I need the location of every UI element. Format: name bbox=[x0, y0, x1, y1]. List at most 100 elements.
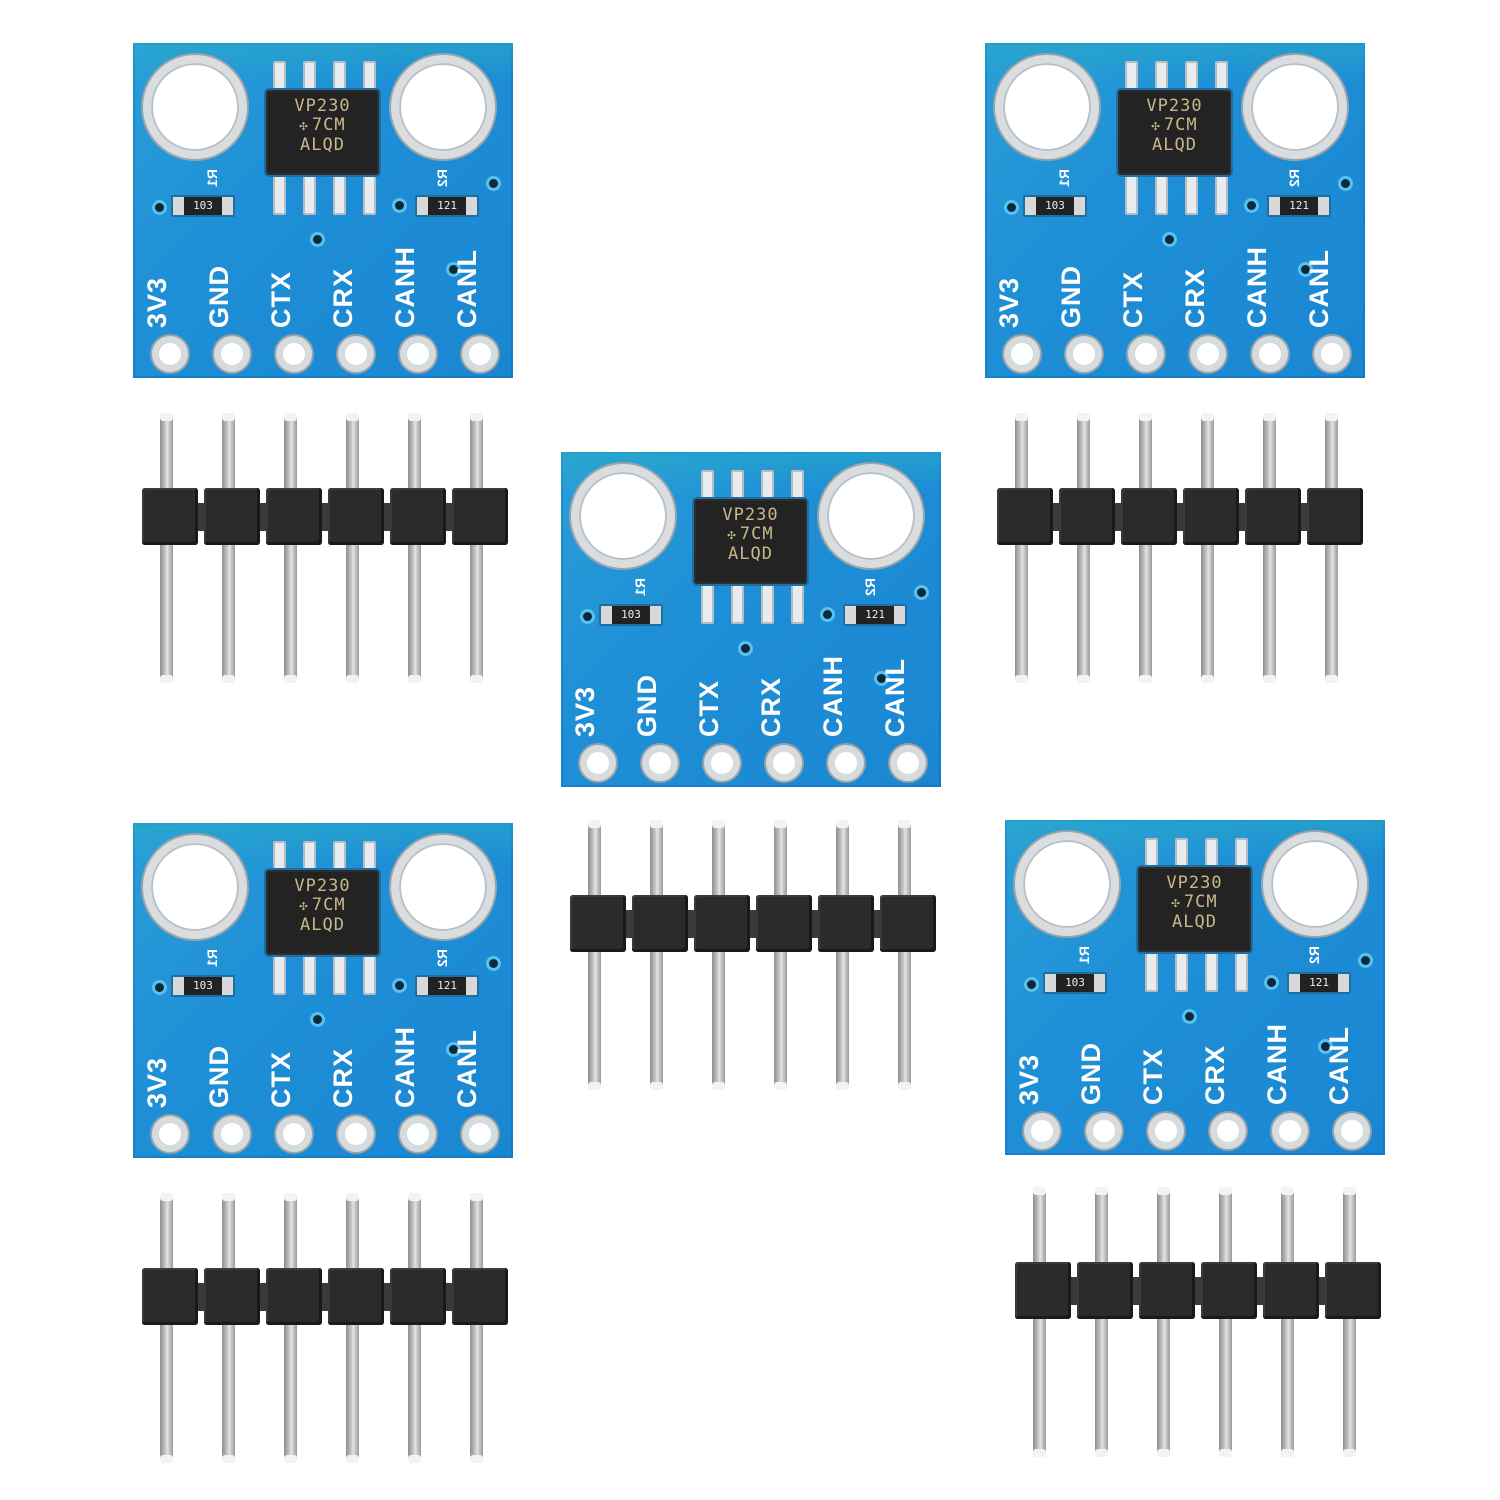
ic-pin bbox=[1185, 173, 1198, 215]
ic-pin bbox=[333, 61, 346, 91]
resistor-r1: 103 bbox=[171, 195, 235, 217]
header-pin bbox=[1201, 413, 1214, 683]
pin-label-crx: CRX bbox=[328, 1047, 358, 1108]
mounting-hole bbox=[1243, 55, 1347, 159]
header-pin bbox=[1077, 413, 1090, 683]
via bbox=[313, 235, 322, 244]
solder-pad bbox=[214, 1116, 250, 1152]
ic-pin bbox=[363, 841, 376, 871]
board-center: VP230 ✣7CM ALQD 103 121 R1 R2 3V3 GND CT… bbox=[561, 452, 941, 787]
via bbox=[395, 981, 404, 990]
board-top-right: VP230 ✣7CM ALQD 103 121 R1 R2 3V3 GND CT… bbox=[985, 43, 1365, 378]
pin-label-canh: CANH bbox=[1262, 1023, 1292, 1105]
resistor-r2: 121 bbox=[843, 604, 907, 626]
header-pin bbox=[160, 1193, 173, 1463]
r1-label: R1 bbox=[1075, 946, 1092, 964]
solder-pad bbox=[400, 336, 436, 372]
via bbox=[449, 1045, 458, 1054]
header-pin bbox=[408, 1193, 421, 1463]
ic-pin bbox=[1125, 61, 1138, 91]
mounting-hole bbox=[143, 55, 247, 159]
solder-pad bbox=[766, 745, 802, 781]
chip-marking-line: ALQD bbox=[1172, 912, 1217, 932]
ic-pin bbox=[1155, 173, 1168, 215]
ic-pin bbox=[1175, 838, 1188, 868]
ic-pin bbox=[273, 841, 286, 871]
via bbox=[313, 1015, 322, 1024]
header-pin bbox=[222, 1193, 235, 1463]
mounting-hole bbox=[995, 55, 1099, 159]
via bbox=[1267, 978, 1276, 987]
pin-label-canh: CANH bbox=[390, 1026, 420, 1108]
ic-chip: VP230 ✣7CM ALQD bbox=[266, 90, 379, 175]
pin-label-ctx: CTX bbox=[1138, 1048, 1168, 1105]
via bbox=[1247, 201, 1256, 210]
ic-pin bbox=[1175, 950, 1188, 992]
ic-pin bbox=[363, 953, 376, 995]
pin-label-canl: CANL bbox=[1324, 1026, 1354, 1105]
pin-label-3v3: 3V3 bbox=[1014, 1053, 1044, 1105]
solder-pad bbox=[1004, 336, 1040, 372]
header-block bbox=[1059, 488, 1115, 545]
pin-label-canl: CANL bbox=[1304, 249, 1334, 328]
solder-pad bbox=[1066, 336, 1102, 372]
header-top-left bbox=[142, 413, 508, 688]
r2-label: R2 bbox=[433, 169, 450, 187]
header-block bbox=[1139, 1262, 1195, 1319]
via bbox=[1301, 265, 1310, 274]
via bbox=[583, 612, 592, 621]
ic-pin bbox=[701, 582, 714, 624]
header-center bbox=[570, 820, 936, 1095]
header-block bbox=[142, 488, 198, 545]
chip-marking-line: ALQD bbox=[1152, 135, 1197, 155]
r2-label: R2 bbox=[1305, 946, 1322, 964]
header-pin bbox=[1219, 1187, 1232, 1457]
header-block bbox=[694, 895, 750, 952]
via bbox=[1027, 980, 1036, 989]
header-block bbox=[204, 1268, 260, 1325]
mounting-hole bbox=[391, 55, 495, 159]
header-block bbox=[266, 488, 322, 545]
header-pin bbox=[346, 413, 359, 683]
chip-marking-line: VP230 bbox=[722, 505, 779, 525]
resistor-r1: 103 bbox=[171, 975, 235, 997]
solder-pad bbox=[1252, 336, 1288, 372]
mounting-hole bbox=[1263, 832, 1367, 936]
via bbox=[449, 265, 458, 274]
solder-pad bbox=[1086, 1113, 1122, 1149]
header-block bbox=[142, 1268, 198, 1325]
header-pin bbox=[1263, 413, 1276, 683]
via bbox=[155, 983, 164, 992]
pin-label-crx: CRX bbox=[328, 267, 358, 328]
header-block bbox=[1325, 1262, 1381, 1319]
header-block bbox=[328, 488, 384, 545]
pin-label-3v3: 3V3 bbox=[142, 276, 172, 328]
ic-pin bbox=[791, 470, 804, 500]
resistor-r2: 121 bbox=[1267, 195, 1331, 217]
solder-pad bbox=[828, 745, 864, 781]
ic-pin bbox=[1235, 838, 1248, 868]
r2-label: R2 bbox=[433, 949, 450, 967]
pin-label-ctx: CTX bbox=[266, 271, 296, 328]
header-block bbox=[328, 1268, 384, 1325]
pin-label-canl: CANL bbox=[880, 658, 910, 737]
solder-pad bbox=[338, 336, 374, 372]
header-pin bbox=[650, 820, 663, 1090]
pin-label-crx: CRX bbox=[1180, 267, 1210, 328]
r2-label: R2 bbox=[861, 578, 878, 596]
r2-label: R2 bbox=[1285, 169, 1302, 187]
board-bottom-right: VP230 ✣7CM ALQD 103 121 R1 R2 3V3 GND CT… bbox=[1005, 820, 1385, 1155]
solder-pad bbox=[1210, 1113, 1246, 1149]
ic-pin bbox=[1235, 950, 1248, 992]
ic-pin bbox=[1145, 950, 1158, 992]
pin-label-crx: CRX bbox=[756, 676, 786, 737]
solder-pad bbox=[1314, 336, 1350, 372]
chip-marking-line: 7CM bbox=[311, 895, 346, 915]
via bbox=[823, 610, 832, 619]
chip-marking-line: VP230 bbox=[1146, 96, 1203, 116]
ic-pin bbox=[1215, 61, 1228, 91]
pin-label-canh: CANH bbox=[818, 655, 848, 737]
chip-marking-line: ALQD bbox=[300, 915, 345, 935]
ic-pin bbox=[333, 953, 346, 995]
header-pin bbox=[774, 820, 787, 1090]
